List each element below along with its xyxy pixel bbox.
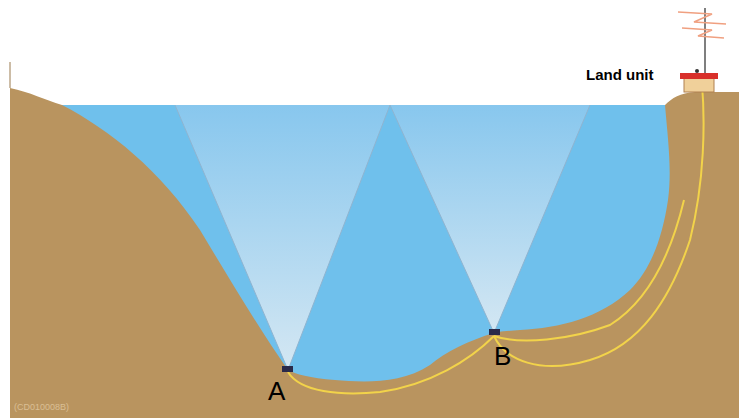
sensor xyxy=(282,366,293,372)
cone-edge xyxy=(390,105,494,333)
cone-edge xyxy=(175,105,288,370)
cone-edge xyxy=(288,105,390,370)
cable xyxy=(494,200,684,340)
sensor xyxy=(489,329,500,335)
cable xyxy=(288,336,494,393)
figure-code: (CD010008B) xyxy=(14,403,69,412)
unit-label: Land unit xyxy=(586,67,654,82)
sensor-label: A xyxy=(268,378,285,404)
antenna-dot xyxy=(695,69,699,73)
cone-edge xyxy=(494,105,590,333)
water xyxy=(62,105,670,381)
cable xyxy=(494,84,704,366)
sonar-cone xyxy=(175,105,390,370)
sonar-cone xyxy=(390,105,590,333)
radio-signal xyxy=(682,28,724,38)
land-unit-roof xyxy=(680,73,718,79)
ground xyxy=(10,88,739,418)
land-unit-base xyxy=(684,78,714,92)
ground-edge xyxy=(10,62,11,88)
sensor-label: B xyxy=(494,343,511,369)
radio-signal xyxy=(678,12,726,24)
